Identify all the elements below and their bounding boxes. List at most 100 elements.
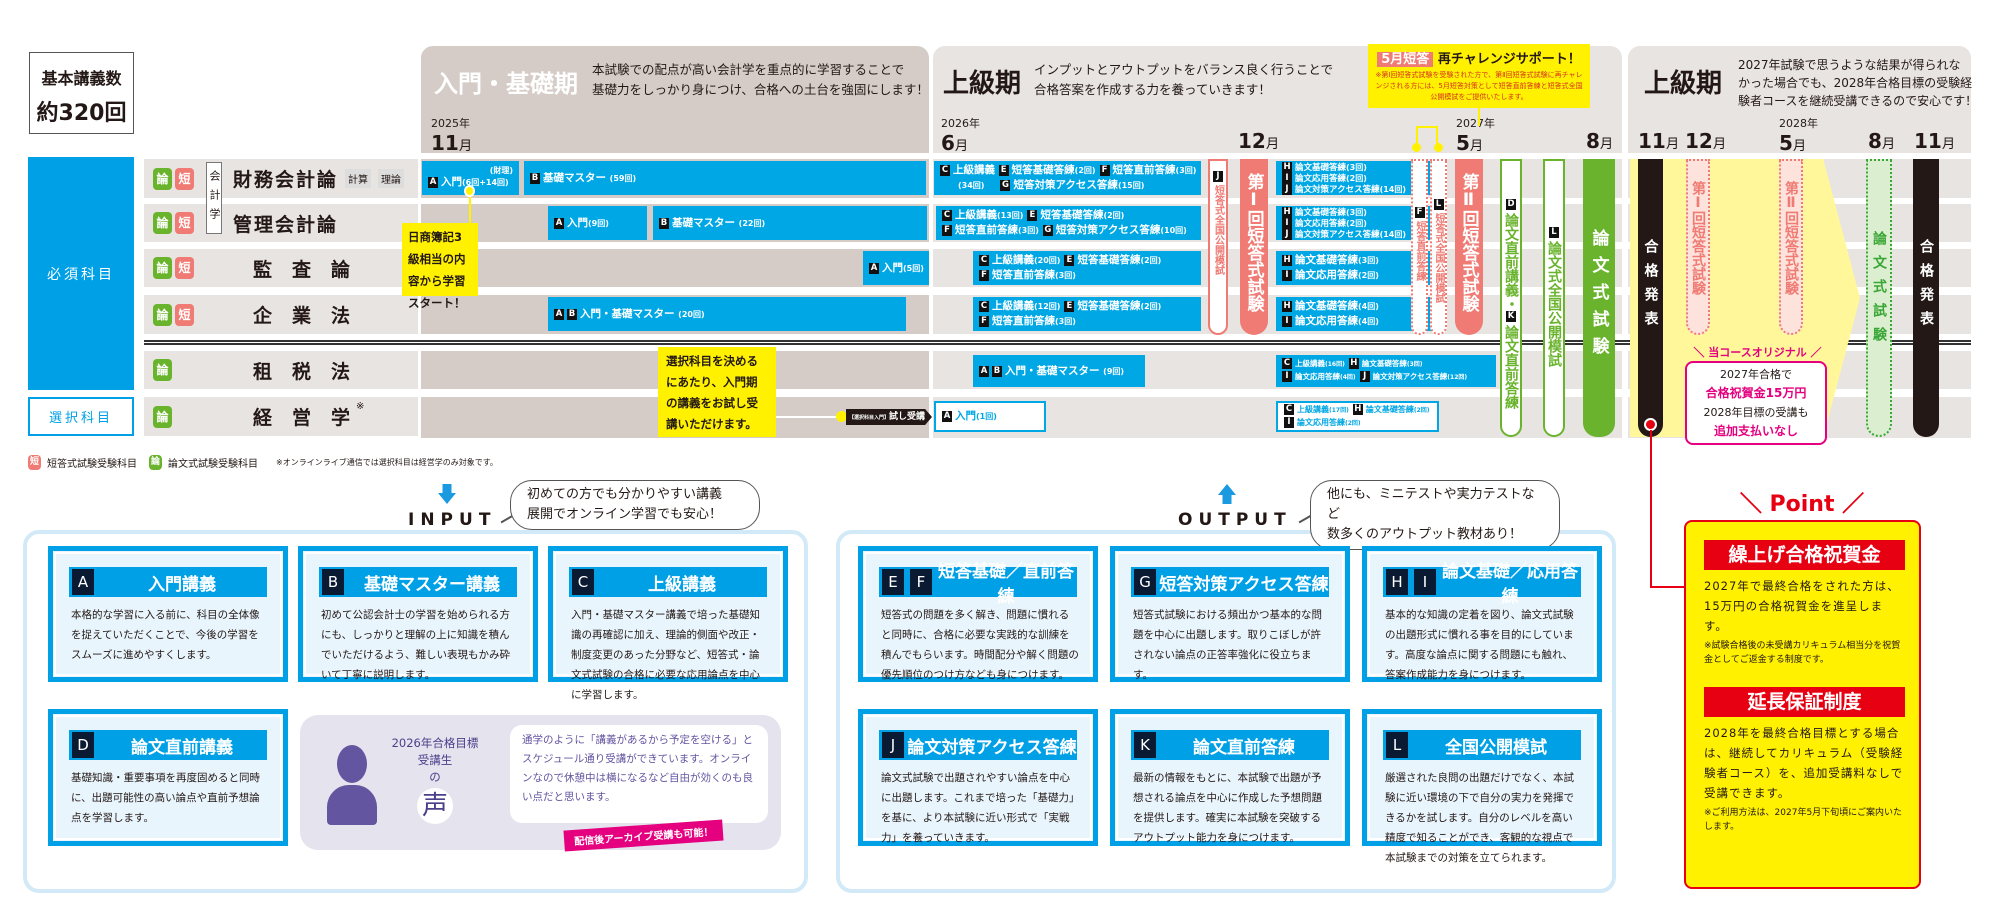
month-unit: 月 — [954, 139, 969, 154]
bar-count: (2回) — [1074, 166, 1096, 175]
month-unit: 月 — [1941, 137, 1956, 152]
course-original-label: ＼ 当コースオリジナル ／ — [1693, 346, 1822, 359]
legend-note: ※オンラインライブ通信では選択科目は経営学のみ対象です。 — [276, 458, 498, 467]
bar-label: 入門 — [882, 261, 903, 274]
bar-label: 論文基礎答練 — [1295, 207, 1347, 218]
bubble-line: 展開でオンライン学習でも安心！ — [527, 507, 723, 522]
ronbun-badge: 論 — [153, 167, 172, 190]
bar-label: 短答対策アクセス答練 — [1013, 179, 1118, 191]
input-section — [23, 530, 808, 893]
phase-advanced-title: 上級期 — [943, 69, 1022, 99]
month-label: 12 — [1238, 129, 1266, 153]
bar-label: 短答基礎答練 — [1011, 164, 1075, 176]
desc-line: 験者コースを継続受講できるので安心です！ — [1738, 94, 1978, 108]
letter-badge: C — [940, 165, 950, 176]
bar-label: 論文対策アクセス答練 — [1372, 372, 1448, 381]
subject-row-business-admin: 論 経営学 ※ — [144, 397, 418, 436]
bubble-line: 初めての方でも分かりやすい講義 — [527, 487, 723, 502]
input-bubble: 初めての方でも分かりやすい講義展開でオンライン学習でも安心！ — [510, 480, 760, 530]
pill-tanto-direct-drill: F 短答直前答練 — [1411, 159, 1428, 335]
subject-row-corporate-law: 論短 企業法 — [144, 295, 418, 334]
card-title: 短答基礎／直前答練 — [938, 562, 1074, 607]
letter-badge: I — [1414, 569, 1436, 595]
pill-label: 短答直前答練 — [1414, 221, 1425, 281]
may-tag: 5月短答 — [1377, 52, 1434, 67]
bar-label: 論文応用答練 — [1295, 269, 1358, 281]
tanto-badge: 短 — [175, 303, 194, 326]
bar-label: 論文基礎答練 — [1365, 404, 1414, 414]
card-body: 最新の情報をもとに、本試験で出題が予想される論点を中心に作成した予想問題を提供し… — [1133, 772, 1322, 844]
letter-badge: L — [1549, 227, 1559, 238]
bar-count: (2回) — [1358, 271, 1379, 280]
month-label: 8 — [1586, 129, 1600, 153]
output-label: OUTPUT — [1170, 510, 1300, 530]
bar-count: (12回) — [1034, 302, 1061, 311]
letter-badge: D — [1506, 199, 1516, 210]
card-body: 短答式試験における頻出かつ基本的な問題を中心に出題します。取りこぼしが許されない… — [1133, 609, 1322, 681]
bar-count: (5回) — [903, 263, 924, 273]
letter-badge: H — [1348, 358, 1359, 369]
ronbun-badge: 論 — [153, 303, 172, 326]
voice-bubble: 通学のように「講義があるから予定を空ける」とスケジュール通り受講ができています。… — [510, 725, 768, 823]
down-arrow-icon — [438, 484, 456, 504]
bar-label: 入門・基礎マスター — [580, 307, 675, 320]
bar-count: (4回) — [1340, 374, 1356, 381]
bar-count: (3回) — [1018, 226, 1039, 235]
letter-badge: E — [1064, 255, 1075, 266]
year-label: 2028年 — [1779, 117, 1818, 130]
bar-label: 論文対策アクセス答練 — [1295, 229, 1380, 240]
month-label: 8 — [1868, 129, 1882, 153]
lecture-count-label: 基本講義数 — [41, 69, 122, 88]
pill-tanto-exam-2-2028: 第Ⅱ回短答式試験 — [1779, 159, 1803, 335]
bar-count: (4回) — [1358, 317, 1379, 326]
point-box: 繰上げ合格祝賀金 2027年で最終合格をされた方は、15万円の合格祝賀金を進呈し… — [1684, 520, 1921, 889]
month-label: 12 — [1685, 129, 1713, 153]
desc-line: 本試験での配点が高い会計学を重点的に学習することで — [592, 62, 905, 77]
letter-badge: F — [1099, 165, 1110, 176]
month-unit: 月 — [1881, 137, 1896, 152]
bar-count: (2回) — [1346, 173, 1367, 183]
month-2027-8: 8月 — [1586, 129, 1613, 153]
letter-badge: E — [1064, 301, 1075, 312]
bar-count: (2回) — [1413, 406, 1430, 414]
subject-name: 監査論 — [253, 258, 371, 281]
may-title: 再チャレンジサポート！ — [1437, 52, 1581, 67]
bubble-line: 他にも、ミニテストや実力テストなど — [1327, 487, 1535, 522]
letter-badge: F — [1414, 207, 1425, 218]
point-heading-congrats: 繰上げ合格祝賀金 — [1704, 540, 1905, 570]
desc-line: 基礎力をしっかり身につけ、合格への土台を強固にします！ — [592, 82, 929, 97]
archive-tag: 配信後アーカイブ受講も可能！ — [563, 819, 724, 852]
letter-badge: L — [1386, 732, 1408, 758]
trial-line — [776, 416, 842, 418]
letter-badge: A — [72, 569, 94, 595]
year-label: 2026年 — [941, 117, 980, 130]
pill-tanto-exam-1-2028: 第Ⅰ回短答式試験 — [1686, 159, 1710, 335]
desc-line: 2027年試験で思うような結果が得られな — [1738, 58, 1961, 72]
bubble-line: 数多くのアウトプット教材あり！ — [1327, 527, 1523, 542]
connector-dot — [1434, 143, 1443, 152]
month-2026-12: 12月 — [1238, 129, 1279, 153]
letter-badge: C — [1284, 403, 1294, 415]
callout-dot — [464, 185, 475, 197]
trial-label: 試し受講 — [889, 412, 926, 422]
bar-count: (13回) — [997, 211, 1024, 220]
bar-label: 論文対策アクセス答練 — [1295, 184, 1380, 195]
point-label: ＼ Point ／ — [1739, 492, 1865, 517]
month-2028-8: 8月 — [1868, 129, 1895, 153]
phase-intro-desc: 本試験での配点が高い会計学を重点的に学習することで基礎力をしっかり身につけ、合格… — [592, 60, 929, 100]
bar-label: 短答基礎答練 — [1077, 254, 1141, 266]
point-body-extension: 2028年を最終合格目標とする場合は、継続してカリキュラム（受験経験者コース）を… — [1704, 726, 1904, 800]
subject-name: 租税法 — [253, 360, 371, 383]
letter-badge: I — [1282, 217, 1292, 229]
bar-count: (2回) — [1140, 302, 1162, 311]
desc-line: 合格答案を作成する力を養っていきます！ — [1034, 82, 1271, 97]
